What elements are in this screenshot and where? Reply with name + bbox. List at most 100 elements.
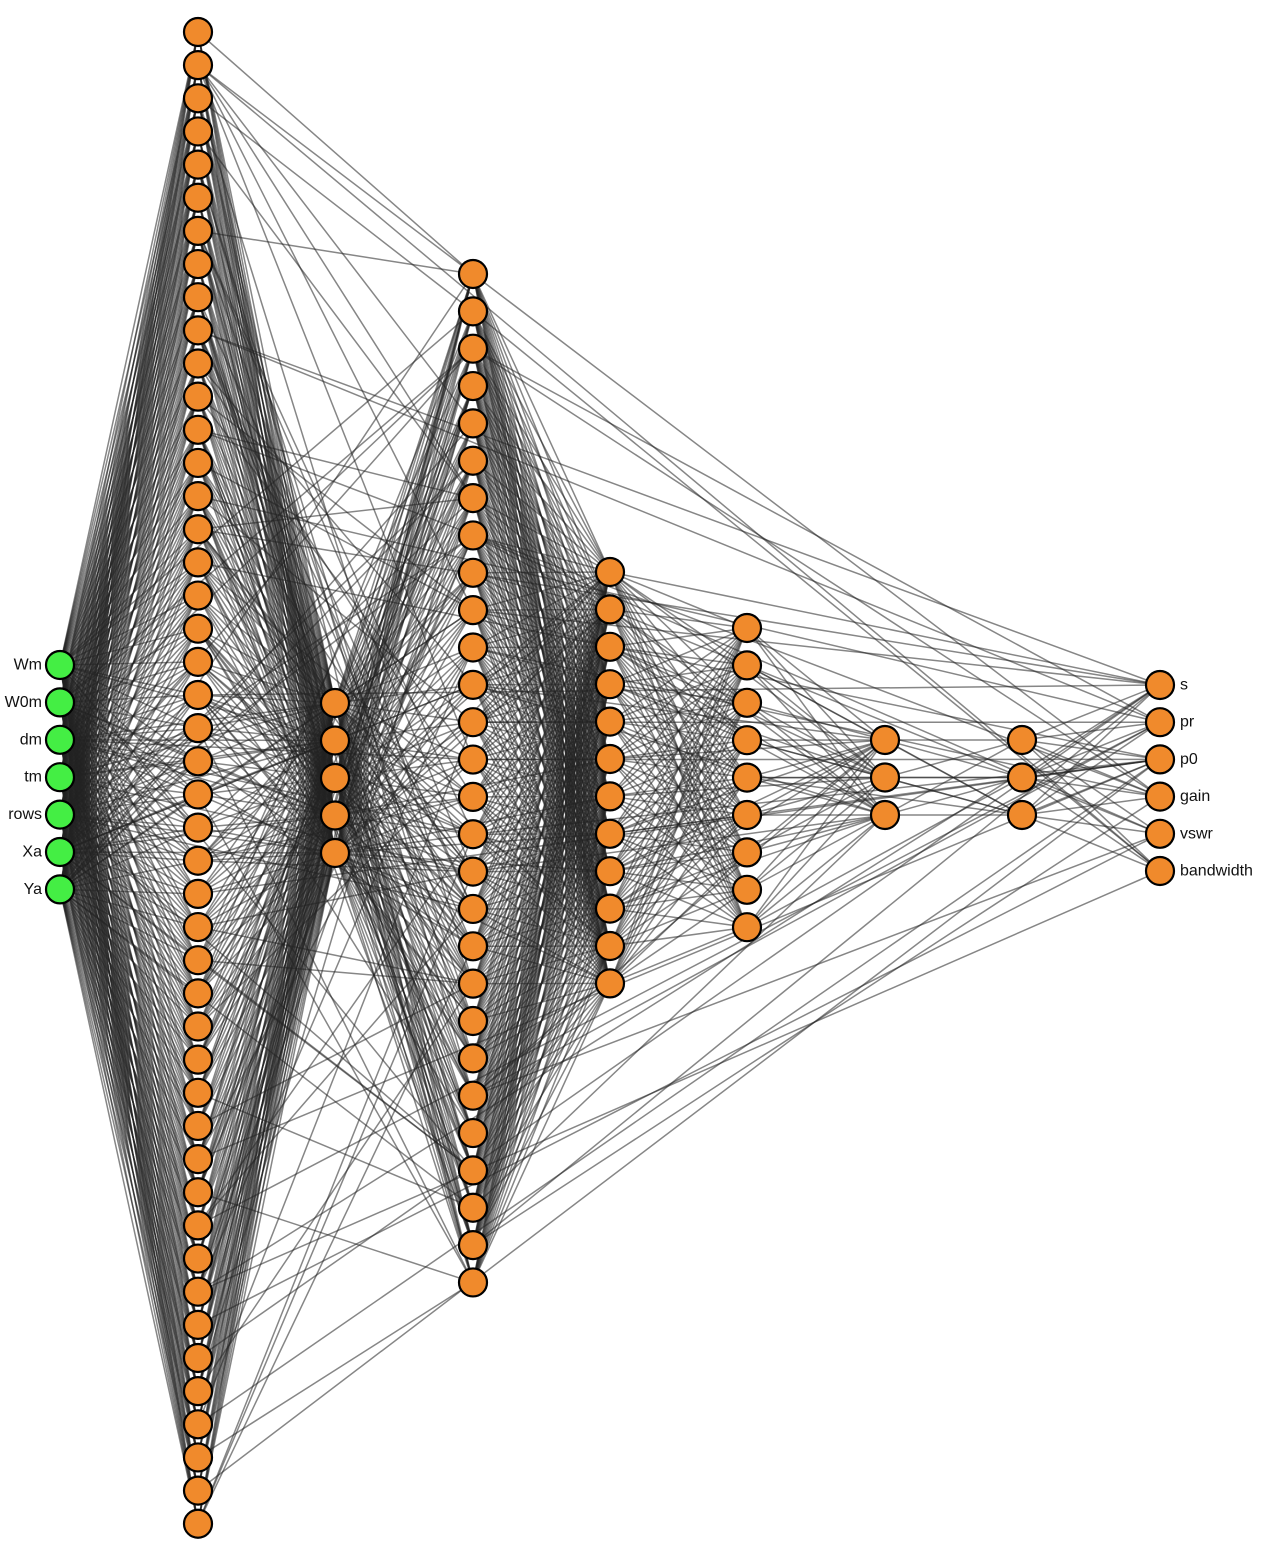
skip-edge-l1-n44-to-l8-n2 <box>197 758 1161 1492</box>
edge-l3-n23-to-l4-n0 <box>472 571 611 1134</box>
edge-l0-n6-to-l1-n7 <box>59 263 199 890</box>
hidden-node-l2-2 <box>319 762 351 794</box>
skip-edge-l1-n20-to-l3-n23 <box>197 694 474 1134</box>
hidden-node-l1-28 <box>182 945 214 976</box>
edge-l1-n45-to-l2-n2 <box>197 777 336 1524</box>
skip-edge-l1-n9-to-l3-n19 <box>197 330 474 984</box>
hidden-node-l3-27 <box>457 1267 489 1298</box>
hidden-node-l1-32 <box>182 1077 214 1108</box>
edge-l4-n11-to-l5-n4 <box>609 777 748 984</box>
input-label-Xa: Xa <box>22 844 42 861</box>
edge-l7-n2-to-l8-n0 <box>1021 684 1161 816</box>
skip-edge-l1-n11-to-l3-n13 <box>197 396 474 761</box>
hidden-node-l5-8 <box>731 912 763 943</box>
edge-l0-n6-to-l1-n28 <box>59 888 199 961</box>
hidden-node-l1-37 <box>182 1243 214 1274</box>
edge-l0-n6-to-l1-n26 <box>59 888 199 895</box>
skip-edge-l1-n1-to-l3-n4 <box>197 64 474 424</box>
skip-edge-l1-n45-to-l3-n18 <box>197 945 474 1525</box>
hidden-node-l1-31 <box>182 1044 214 1075</box>
hidden-node-l1-25 <box>182 845 214 876</box>
hidden-node-l1-5 <box>182 182 214 213</box>
edge-l7-n0-to-l8-n0 <box>1021 684 1161 741</box>
edge-l0-n2-to-l1-n0 <box>59 31 199 740</box>
edges-layer <box>59 31 1161 1525</box>
skip-edge-l1-n36-to-l3-n17 <box>197 908 474 1226</box>
hidden-node-l4-6 <box>594 781 626 812</box>
skip-edge-l0-n6-to-l3-n25 <box>59 888 474 1209</box>
edge-l4-n11-to-l5-n3 <box>609 739 748 984</box>
edge-l0-n6-to-l1-n45 <box>59 889 199 1524</box>
skip-edge-l1-n27-to-l3-n16 <box>197 870 474 928</box>
edge-l1-n32-to-l2-n0 <box>197 702 336 1094</box>
hidden-node-l3-13 <box>457 744 489 775</box>
hidden-node-l3-20 <box>457 1005 489 1037</box>
skip-edge-l0-n4-to-l3-n17 <box>59 813 474 910</box>
edge-l7-n2-to-l8-n5 <box>1021 814 1161 872</box>
edge-l3-n26-to-l4-n0 <box>472 571 611 1246</box>
skip-edge-l1-n15-to-l3-n17 <box>197 528 474 910</box>
skip-edge-l1-n2-to-l3-n1 <box>197 97 474 312</box>
edge-l4-n0-to-l5-n0 <box>609 571 748 629</box>
edge-l1-n17-to-l2-n1 <box>197 595 336 742</box>
skip-edge-l1-n38-to-l3-n6 <box>197 497 474 1292</box>
edge-l0-n5-to-l1-n24 <box>59 826 199 853</box>
hidden-node-l5-3 <box>731 725 763 756</box>
hidden-node-l1-39 <box>182 1309 214 1340</box>
skip-edge-l3-n11-to-l6-n2 <box>472 684 886 816</box>
edge-l3-n2-to-l4-n0 <box>472 348 611 573</box>
edge-l0-n4-to-l1-n34 <box>59 814 199 1160</box>
edge-l1-n16-to-l2-n0 <box>197 561 336 704</box>
hidden-node-l3-5 <box>457 445 489 476</box>
input-node-W0m <box>44 687 76 718</box>
hidden-node-l1-26 <box>182 878 214 910</box>
skip-edge-l3-n2-to-l8-n1 <box>472 348 1161 723</box>
edge-l4-n9-to-l5-n0 <box>609 627 748 909</box>
edge-l1-n31-to-l2-n0 <box>197 702 336 1060</box>
skip-edge-l1-n42-to-l8-n2 <box>197 758 1161 1425</box>
input-node-tm <box>44 762 76 793</box>
input-node-Ya <box>44 874 76 905</box>
edge-l1-n45-to-l2-n3 <box>197 815 336 1524</box>
edge-l1-n43-to-l2-n0 <box>197 702 336 1458</box>
skip-edge-l1-n33-to-l3-n19 <box>197 982 474 1127</box>
edge-l1-n17-to-l2-n0 <box>197 594 336 704</box>
skip-edge-l1-n28-to-l3-n24 <box>197 959 474 1171</box>
edge-l3-n19-to-l4-n0 <box>472 571 611 984</box>
edge-l0-n6-to-l1-n2 <box>59 98 199 890</box>
edge-l0-n6-to-l1-n33 <box>59 889 199 1127</box>
input-label-tm: tm <box>24 769 42 786</box>
hidden-node-l7-1 <box>1006 762 1038 793</box>
edge-l3-n15-to-l4-n0 <box>472 571 611 835</box>
hidden-node-l4-1 <box>594 594 626 625</box>
edge-l3-n6-to-l4-n0 <box>472 497 611 573</box>
hidden-node-l3-15 <box>457 819 489 850</box>
hidden-node-l1-18 <box>182 613 214 644</box>
skip-edge-l1-n3-to-l3-n6 <box>197 130 474 499</box>
edge-l0-n6-to-l1-n34 <box>59 889 199 1160</box>
edge-l0-n6-to-l1-n30 <box>59 888 199 1028</box>
edge-l3-n27-to-l4-n5 <box>472 758 611 1283</box>
edge-l2-n4-to-l3-n6 <box>334 497 474 854</box>
skip-edge-l1-n36-to-l8-n1 <box>197 721 1161 1227</box>
edge-l5-n8-to-l6-n1 <box>746 776 886 928</box>
skip-edge-l4-n0-to-l8-n0 <box>609 571 1161 686</box>
hidden-node-l4-7 <box>594 818 626 849</box>
edge-l3-n13-to-l4-n0 <box>472 571 611 760</box>
input-node-Xa <box>44 836 76 868</box>
skip-edge-l1-n14-to-l3-n26 <box>197 495 474 1246</box>
skip-edge-l1-n2-to-l3-n26 <box>197 98 474 1246</box>
edge-l1-n11-to-l2-n1 <box>197 396 336 741</box>
output-node-bandwidth <box>1144 855 1176 887</box>
skip-edge-l1-n41-to-l3-n19 <box>197 983 474 1392</box>
skip-edge-l1-n34-to-l8-n2 <box>197 758 1161 1160</box>
edge-l0-n6-to-l1-n40 <box>59 889 199 1359</box>
hidden-node-l5-0 <box>731 612 763 644</box>
hidden-node-l4-9 <box>594 893 626 924</box>
hidden-node-l3-26 <box>457 1229 489 1261</box>
hidden-node-l4-3 <box>594 669 626 700</box>
edge-l3-n22-to-l4-n0 <box>472 571 611 1096</box>
edge-l0-n6-to-l1-n36 <box>59 889 199 1226</box>
output-node-gain <box>1144 781 1176 812</box>
skip-edge-l1-n21-to-l3-n27 <box>197 727 474 1283</box>
